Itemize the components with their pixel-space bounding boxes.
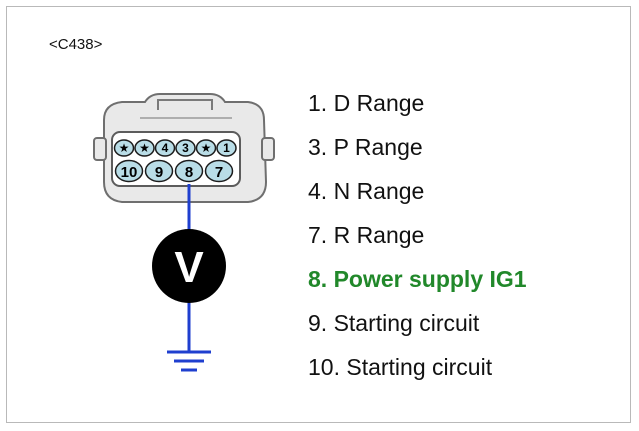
pin-cavity bbox=[154, 139, 176, 157]
voltmeter-icon bbox=[152, 229, 226, 303]
connector-latch bbox=[157, 99, 213, 110]
pin-number: ★ bbox=[201, 141, 212, 155]
pin-cavity bbox=[144, 159, 174, 183]
pin-cavity bbox=[204, 159, 234, 183]
pin-bottom-1: 9 bbox=[144, 159, 174, 183]
pin-bottom-0: 10 bbox=[114, 159, 144, 183]
pin-top-2: 4 bbox=[154, 139, 176, 157]
pin-number: 8 bbox=[185, 164, 193, 181]
pin-legend: 1. D Range 3. P Range 4. N Range 7. R Range… bbox=[308, 88, 527, 396]
pin-bottom-2: 8 bbox=[174, 159, 204, 183]
legend-item: 7. R Range bbox=[308, 222, 425, 248]
pin-cavity bbox=[195, 139, 217, 157]
pin-top-5: 1 bbox=[216, 139, 237, 157]
pin-cavity bbox=[134, 139, 155, 157]
connector-tab-right bbox=[261, 137, 275, 161]
pin-top-4: ★ bbox=[195, 139, 217, 157]
legend-item: 9. Starting circuit bbox=[308, 310, 480, 336]
pin-cavity bbox=[113, 139, 135, 157]
pin-number: ★ bbox=[119, 141, 130, 155]
bottom-pin-row: 10 9 8 7 bbox=[114, 159, 234, 183]
ground-icon bbox=[167, 350, 211, 372]
voltmeter-symbol: V bbox=[174, 243, 204, 292]
pin-cavity bbox=[114, 159, 144, 183]
pin-top-1: ★ bbox=[134, 139, 155, 157]
diagram-frame bbox=[6, 6, 631, 423]
pin-cavity bbox=[216, 139, 237, 157]
pin-number: 4 bbox=[162, 141, 169, 155]
legend-item: 10. Starting circuit bbox=[308, 354, 493, 380]
pin-number: 10 bbox=[121, 164, 138, 181]
connector-id: <C438> bbox=[49, 36, 103, 53]
legend-item: 4. N Range bbox=[308, 178, 425, 204]
pin-top-3: 3 bbox=[175, 139, 196, 157]
legend-item: 8. Power supply IG1 bbox=[308, 266, 527, 292]
pin-number: 1 bbox=[223, 141, 230, 155]
pin-number: ★ bbox=[139, 141, 150, 155]
pin-number: 7 bbox=[215, 164, 223, 181]
connector-tab-left bbox=[93, 137, 107, 161]
pin-cavity bbox=[174, 159, 204, 183]
legend-item: 1. D Range bbox=[308, 90, 425, 116]
pin-number: 3 bbox=[182, 141, 189, 155]
pin-bottom-3: 7 bbox=[204, 159, 234, 183]
pin-number: 9 bbox=[155, 164, 163, 181]
pin-top-0: ★ bbox=[113, 139, 135, 157]
legend-item: 3. P Range bbox=[308, 134, 423, 160]
pin-cavity bbox=[175, 139, 196, 157]
